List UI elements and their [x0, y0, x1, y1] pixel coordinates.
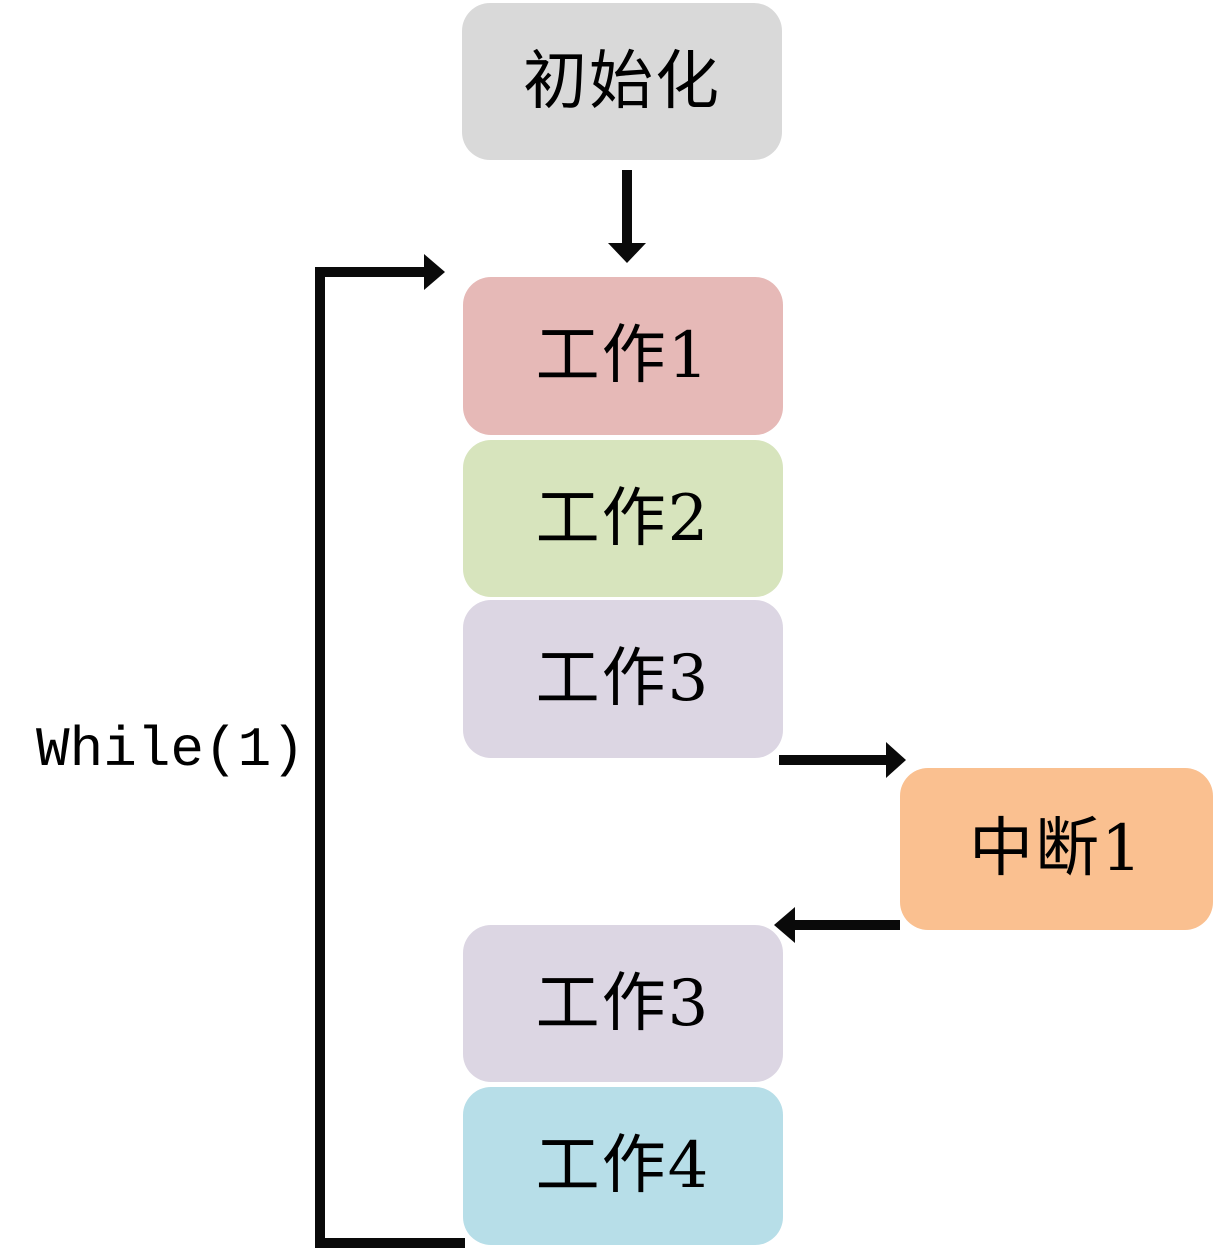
- arrow-init-to-work1-icon: [608, 170, 646, 263]
- node-work3-label: 工作3: [535, 642, 711, 716]
- node-work2-label: 工作2: [535, 481, 711, 556]
- node-work1: 工作1: [463, 277, 783, 435]
- node-init: 初始化: [462, 3, 782, 160]
- while-loop-label: While(1): [36, 718, 305, 782]
- while-loop-arrow-icon: [315, 254, 465, 1248]
- node-work4: 工作4: [463, 1087, 783, 1245]
- node-work2: 工作2: [463, 440, 783, 597]
- node-work1-label: 工作1: [535, 319, 711, 393]
- node-interrupt1-label: 中断1: [969, 812, 1144, 886]
- arrow-interrupt1-to-work3-icon: [774, 907, 900, 943]
- node-work3: 工作3: [463, 600, 783, 758]
- node-interrupt1: 中断1: [900, 768, 1213, 930]
- node-work4-label: 工作4: [535, 1129, 711, 1203]
- arrow-work3-to-interrupt1-icon: [779, 742, 906, 778]
- node-work3-repeat-label: 工作3: [535, 966, 711, 1041]
- node-init-label: 初始化: [523, 44, 721, 119]
- node-work3-repeat: 工作3: [463, 925, 783, 1082]
